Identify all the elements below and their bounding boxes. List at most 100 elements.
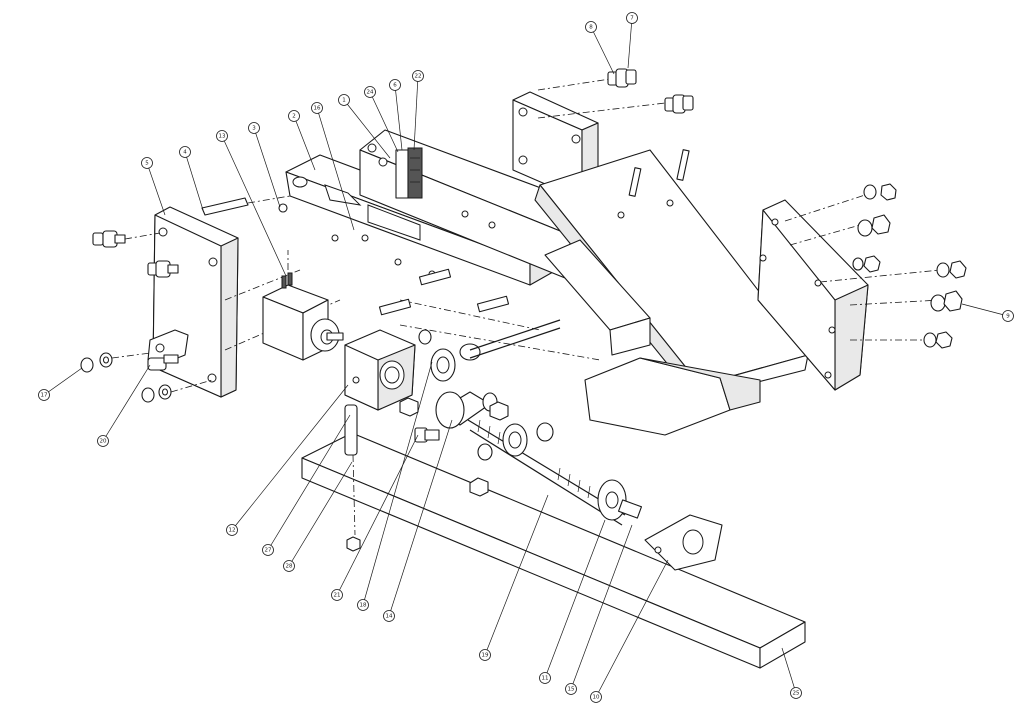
balloon-24: 24 [364, 86, 376, 98]
balloon-circle [790, 687, 802, 699]
balloon-label: 10 [593, 695, 600, 701]
balloon-label: 4 [183, 150, 187, 156]
support-bracket [544, 239, 761, 436]
right-nuts [852, 183, 967, 349]
balloon-5: 5 [141, 157, 153, 169]
balloon-label: 8 [589, 25, 593, 31]
balloon-circle [389, 79, 401, 91]
balloon-label: 22 [415, 74, 422, 80]
balloon-17: 17 [38, 389, 50, 401]
balloon-12: 12 [226, 524, 238, 536]
balloon-circle [590, 691, 602, 703]
balloon-13: 13 [216, 130, 228, 142]
balloon-circle [383, 610, 395, 622]
balloon-circle [626, 12, 638, 24]
balloon-label: 2 [292, 114, 296, 120]
stepper-motor [262, 250, 344, 361]
balloon-11: 11 [539, 672, 551, 684]
balloon-14: 14 [383, 610, 395, 622]
balloon-label: 13 [219, 134, 226, 140]
right-plate [757, 194, 941, 391]
balloon-circle [248, 122, 260, 134]
balloon-circle [412, 70, 424, 82]
balloon-label: 17 [41, 393, 48, 399]
balloon-label: 19 [482, 653, 489, 659]
top-screws [607, 68, 694, 114]
balloon-circle [288, 110, 300, 122]
left-screws [80, 230, 213, 403]
balloon-label: 14 [386, 614, 393, 620]
balloon-circle [539, 672, 551, 684]
balloon-label: 24 [367, 90, 374, 96]
balloon-27: 27 [262, 544, 274, 556]
balloon-4: 4 [179, 146, 191, 158]
balloon-circle [585, 21, 597, 33]
balloon-label: 25 [793, 691, 800, 697]
balloon-circle [38, 389, 50, 401]
balloon-label: 9 [1006, 314, 1010, 320]
balloon-21: 21 [331, 589, 343, 601]
balloon-3: 3 [248, 122, 260, 134]
balloon-label: 28 [286, 564, 293, 570]
balloon-circle [283, 560, 295, 572]
guide-rods [378, 268, 601, 361]
part-balloons: 8 7 22 6 24 1 16 2 3 13 4 5 9 17 20 12 27 28 21 18 14 19 11 15 1… [38, 12, 1014, 703]
balloon-6: 6 [389, 79, 401, 91]
balloon-circle [1002, 310, 1014, 322]
balloon-15: 15 [565, 683, 577, 695]
balloon-label: 3 [252, 126, 256, 132]
balloon-label: 20 [100, 439, 107, 445]
balloon-circle [357, 599, 369, 611]
balloon-label: 16 [314, 106, 321, 112]
balloon-circle [364, 86, 376, 98]
balloon-circle [262, 544, 274, 556]
bearing-2 [477, 422, 554, 461]
balloon-18: 18 [357, 599, 369, 611]
balloon-22: 22 [412, 70, 424, 82]
leadscrew-nut [597, 479, 642, 521]
balloon-label: 6 [393, 83, 397, 89]
leader-lines [43, 17, 1009, 698]
balloon-circle [331, 589, 343, 601]
top-bracket [512, 78, 666, 201]
balloon-circle [179, 146, 191, 158]
bearing-block [344, 329, 416, 411]
balloon-circle [216, 130, 228, 142]
pin-4 [201, 195, 291, 216]
balloon-label: 12 [229, 528, 236, 534]
balloon-1: 1 [338, 94, 350, 106]
balloon-label: 21 [334, 593, 341, 599]
balloon-label: 18 [360, 603, 367, 609]
balloon-circle [311, 102, 323, 114]
pulley-14 [435, 391, 498, 429]
balloon-9: 9 [1002, 310, 1014, 322]
balloon-20: 20 [97, 435, 109, 447]
balloon-19: 19 [479, 649, 491, 661]
screw-3 [278, 203, 288, 213]
balloon-8: 8 [585, 21, 597, 33]
belt-clamp [395, 147, 423, 199]
balloon-label: 15 [568, 687, 575, 693]
balloon-25: 25 [790, 687, 802, 699]
balloon-10: 10 [590, 691, 602, 703]
bearing-1 [418, 329, 481, 382]
balloon-2: 2 [288, 110, 300, 122]
balloon-7: 7 [626, 12, 638, 24]
balloon-label: 7 [630, 16, 634, 22]
balloon-circle [141, 157, 153, 169]
balloon-circle [226, 524, 238, 536]
balloon-16: 16 [311, 102, 323, 114]
bracket-20 [147, 329, 189, 371]
balloon-28: 28 [283, 560, 295, 572]
balloon-label: 11 [542, 676, 549, 682]
balloon-label: 5 [145, 161, 149, 167]
end-clamp [644, 514, 723, 571]
balloon-circle [479, 649, 491, 661]
balloon-circle [97, 435, 109, 447]
balloon-label: 1 [342, 98, 346, 104]
balloon-circle [338, 94, 350, 106]
balloon-label: 27 [265, 548, 272, 554]
base-plate [301, 432, 806, 669]
balloon-circle [565, 683, 577, 695]
